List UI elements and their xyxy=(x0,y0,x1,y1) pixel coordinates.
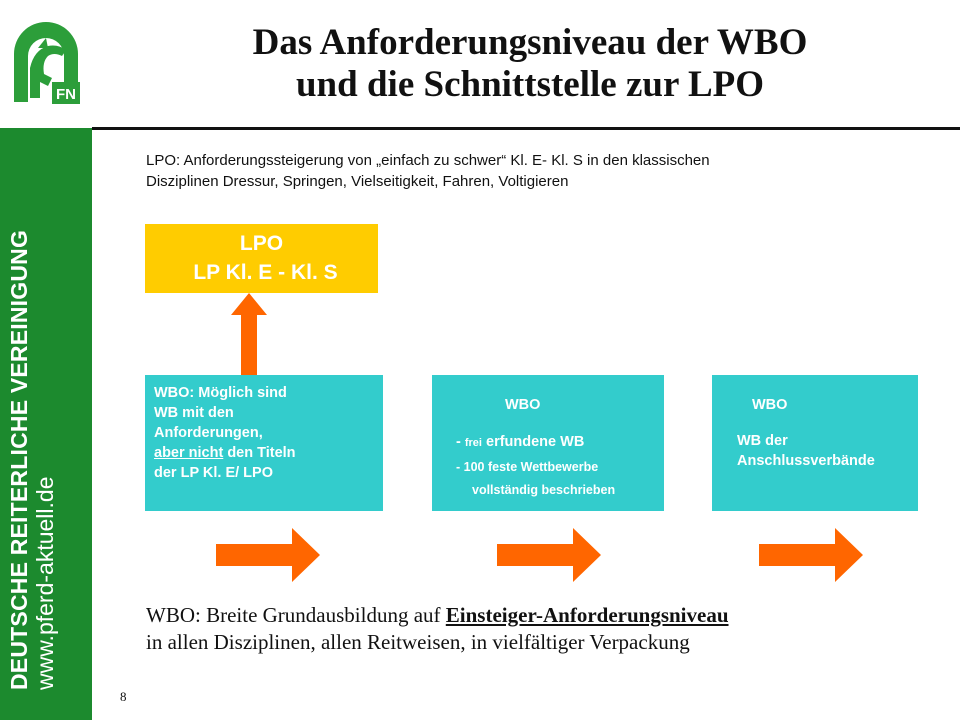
intro-line-1: LPO: Anforderungssteigerung von „einfach… xyxy=(146,152,710,169)
arrow-right-icon xyxy=(497,528,601,582)
box1-underlined-text: aber nicht xyxy=(154,445,224,461)
page-title: Das Anforderungsniveau der WBO und die S… xyxy=(120,22,940,106)
summary-line-1-prefix: WBO: Breite Grundausbildung auf xyxy=(146,603,446,627)
box2-heading: WBO xyxy=(505,397,541,413)
fn-horse-logo-icon: FN xyxy=(14,22,80,104)
sidebar-band: FN DEUTSCHE REITERLICHE VEREINIGUNG www.… xyxy=(0,0,92,720)
box1-line-5: der LP Kl. E/ LPO xyxy=(154,465,273,481)
box2-item-3: vollständig beschrieben xyxy=(472,483,616,497)
title-line-1: Das Anforderungsniveau der WBO xyxy=(252,22,808,63)
lpo-box: LPO LP Kl. E - Kl. S xyxy=(145,224,378,293)
title-line-2: und die Schnittstelle zur LPO xyxy=(295,64,765,105)
box3-line-1: WB der xyxy=(737,433,788,449)
box1-line-3: Anforderungen, xyxy=(154,425,263,441)
box3-line-2: Anschlussverbände xyxy=(737,453,875,469)
title-divider xyxy=(92,127,960,130)
wbo-box-competitions: WBO - frei erfundene WB - 100 feste Wett… xyxy=(432,375,664,511)
website-url[interactable]: www.pferd-aktuell.de xyxy=(32,476,58,691)
box2-item-1-small: frei xyxy=(464,437,482,449)
intro-line-2: Disziplinen Dressur, Springen, Vielseiti… xyxy=(146,173,569,190)
box1-line-2: WB mit den xyxy=(154,405,234,421)
box3-text: WB der Anschlussverbände xyxy=(737,431,875,471)
wbo-box-possible: WBO: Möglich sind WB mit den Anforderung… xyxy=(145,375,383,511)
box2-item-1: - frei erfundene WB xyxy=(456,434,584,450)
summary-underlined-text: Einsteiger-Anforderungsniveau xyxy=(445,603,729,627)
summary-line-2: in allen Disziplinen, allen Reitweisen, … xyxy=(146,630,690,654)
summary-text: WBO: Breite Grundausbildung auf Einsteig… xyxy=(146,602,936,656)
sidebar-text: DEUTSCHE REITERLICHE VEREINIGUNG www.pfe… xyxy=(6,130,58,691)
box1-line-1: WBO: Möglich sind xyxy=(154,385,287,401)
box2-item-1-rest: erfundene WB xyxy=(481,434,585,450)
box3-heading: WBO xyxy=(752,397,788,413)
box1-line-4: aber nicht den Titeln xyxy=(154,443,296,463)
box2-item-2: - 100 feste Wettbewerbe xyxy=(456,460,599,474)
wbo-box-possible-text: WBO: Möglich sind WB mit den Anforderung… xyxy=(154,383,296,483)
lpo-box-line-1: LPO xyxy=(239,232,284,255)
intro-text: LPO: Anforderungssteigerung von „einfach… xyxy=(146,150,936,192)
box1-line-4-rest: den Titeln xyxy=(223,445,296,461)
fn-logo: FN xyxy=(0,0,92,128)
arrow-up-icon xyxy=(231,293,267,375)
page-number: 8 xyxy=(120,689,127,704)
wbo-box-associations: WBO WB der Anschlussverbände xyxy=(712,375,918,511)
summary-line-1: WBO: Breite Grundausbildung auf Einsteig… xyxy=(146,602,936,629)
arrow-right-icon xyxy=(216,528,320,582)
arrow-right-icon xyxy=(759,528,863,582)
organization-name: DEUTSCHE REITERLICHE VEREINIGUNG xyxy=(6,229,32,690)
lpo-box-line-2: LP Kl. E - Kl. S xyxy=(193,261,338,284)
logo-text: FN xyxy=(56,86,76,103)
box2-item-1-dash: - xyxy=(456,434,465,450)
